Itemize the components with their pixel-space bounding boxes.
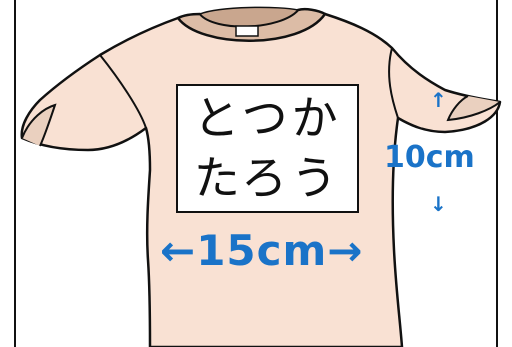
left-border-line: [14, 0, 16, 347]
tshirt-collar: [176, 7, 327, 42]
name-line-1: とつか: [193, 91, 342, 145]
width-dimension-label: ←15cm→: [160, 226, 364, 275]
left-sleeve-hem: [21, 103, 57, 147]
left-sleeve-seam: [99, 54, 147, 129]
tshirt-tag: [235, 25, 259, 37]
height-arrow-up-icon: ↑: [430, 88, 447, 112]
tshirt-neck-inner: [198, 6, 300, 28]
right-sleeve-hem: [446, 95, 501, 122]
name-line-2: たろう: [193, 151, 342, 205]
height-dimension-label: 10cm: [384, 140, 475, 175]
right-sleeve-seam: [388, 47, 399, 119]
name-print-box: とつか たろう: [176, 84, 359, 213]
height-arrow-down-icon: ↓: [430, 192, 447, 216]
right-border-line: [496, 0, 498, 347]
